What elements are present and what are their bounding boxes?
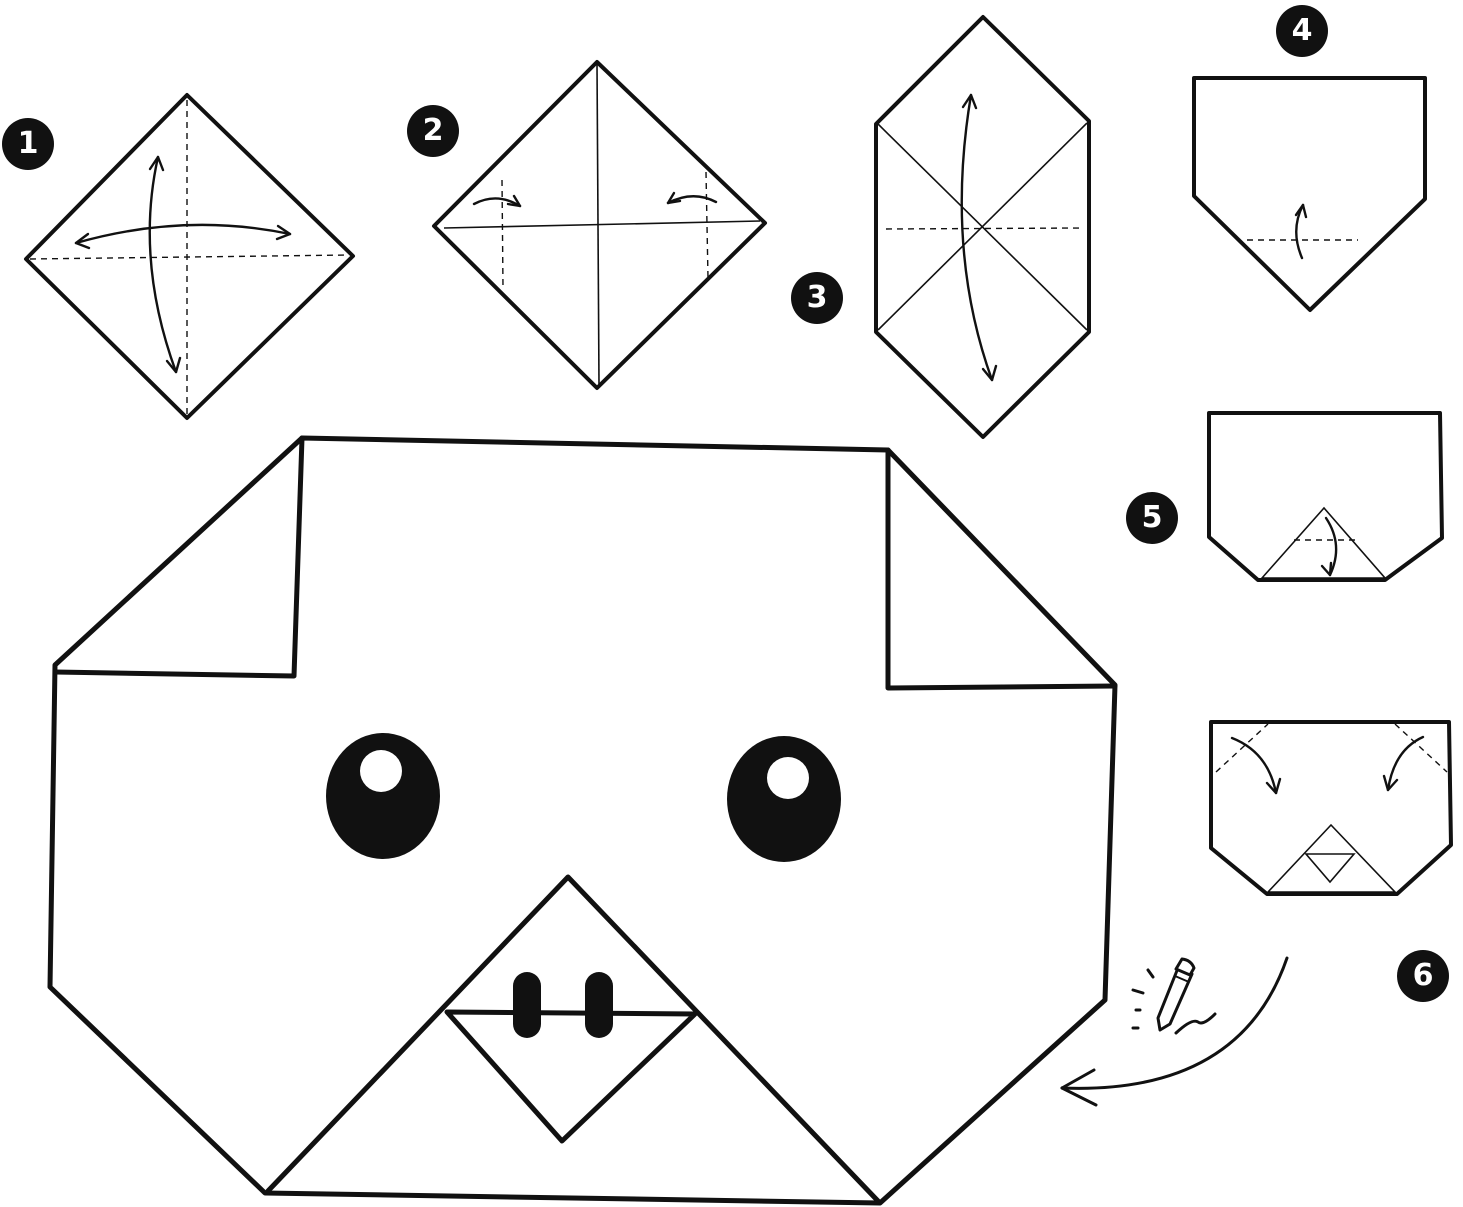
step-2-badge: 2 — [407, 105, 459, 157]
step-1-badge: 1 — [2, 118, 54, 170]
step-4-diagram — [1194, 78, 1425, 310]
step-2-diagram — [434, 62, 765, 388]
step-5-badge: 5 — [1126, 492, 1178, 544]
step-6-badge: 6 — [1397, 950, 1449, 1002]
step-6-diagram — [1211, 722, 1451, 894]
step-3-badge: 3 — [791, 272, 843, 324]
step-3-diagram — [876, 17, 1089, 437]
step-4-badge: 4 — [1276, 5, 1328, 57]
step-1-diagram — [26, 95, 353, 418]
right-eye — [727, 736, 841, 862]
step-5-diagram — [1209, 413, 1442, 580]
pencil-icon — [1133, 959, 1215, 1033]
final-pig-face — [50, 438, 1115, 1203]
